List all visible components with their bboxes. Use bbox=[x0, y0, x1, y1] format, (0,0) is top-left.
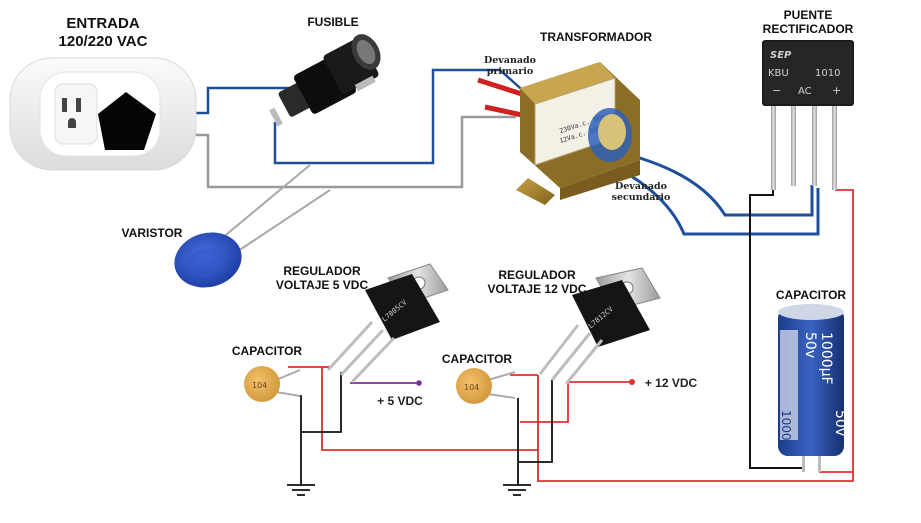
varistor-label: VARISTOR bbox=[121, 226, 183, 240]
ceramic-capacitor-middle: 104 bbox=[456, 368, 516, 404]
wire-primary-red-2 bbox=[484, 104, 523, 118]
wire-12v-out-drop bbox=[520, 382, 569, 423]
varistor bbox=[174, 232, 242, 288]
capacitor-middle-label: CAPACITOR bbox=[441, 352, 513, 366]
input-title: ENTRADA 120/220 VAC bbox=[28, 15, 178, 51]
regulator5-line2: VOLTAJE 5 VDC bbox=[275, 278, 369, 293]
secondary-line2: secundario bbox=[611, 192, 671, 204]
regulator-12v: L7812CV bbox=[538, 267, 661, 385]
bridge-line1: PUENTE bbox=[783, 8, 833, 22]
out5-terminal bbox=[416, 380, 422, 386]
bridge-code: 1010 bbox=[815, 68, 840, 79]
wire-fuse-primary bbox=[273, 68, 529, 165]
bridge-rectifier: SEP KBU 1010 − AC + bbox=[762, 40, 854, 190]
wire-ground-mid-reg bbox=[518, 380, 553, 463]
secondary-winding-label: Devanado secundario bbox=[602, 181, 680, 204]
bridge-label: PUENTE RECTIFICADOR bbox=[748, 8, 868, 37]
wire-bridge-positive bbox=[537, 189, 854, 482]
transformer: 230Va.c. 50Hz 12Va.c. 500mA bbox=[516, 62, 640, 205]
cap-mid-marking: 104 bbox=[464, 383, 479, 392]
fuse-holder bbox=[269, 34, 381, 127]
regulator-5v: L7805CV bbox=[326, 263, 449, 384]
cap-big-voltage-2: 50v bbox=[832, 410, 848, 436]
wall-outlet bbox=[9, 57, 197, 171]
bridge-model: KBU bbox=[768, 68, 789, 79]
output-5v-label: + 5 VDC bbox=[377, 394, 423, 408]
electrolytic-capacitor: 50v 1000µF 50v 1000 bbox=[778, 304, 848, 472]
varistor-lead-2 bbox=[231, 189, 331, 256]
varistor-lead-1 bbox=[214, 164, 311, 245]
primary-winding-label: Devanado primario bbox=[474, 55, 546, 78]
ground-symbol-middle bbox=[503, 484, 531, 496]
bridge-ac: AC bbox=[798, 86, 812, 97]
capacitor-right-label: CAPACITOR bbox=[775, 288, 847, 302]
bridge-plus: + bbox=[832, 84, 841, 97]
wire-primary-red-1 bbox=[477, 77, 526, 98]
wire-outlet-primary bbox=[160, 115, 516, 189]
input-title-line1: ENTRADA bbox=[66, 15, 140, 32]
primary-line1: Devanado bbox=[484, 55, 536, 66]
regulator-5v-label: REGULADOR VOLTAJE 5 VDC bbox=[270, 264, 374, 293]
wire-ground-left-reg bbox=[301, 372, 342, 433]
ceramic-capacitor-left: 104 bbox=[244, 366, 301, 402]
capacitor-left-label: CAPACITOR bbox=[231, 344, 303, 358]
regulator-12v-label: REGULADOR VOLTAJE 12 VDC bbox=[482, 268, 592, 297]
secondary-line1: Devanado bbox=[615, 181, 667, 192]
output-12v-label: + 12 VDC bbox=[644, 376, 698, 390]
cap-left-marking: 104 bbox=[252, 381, 267, 390]
cap-big-voltage: 50v bbox=[802, 332, 818, 358]
regulator5-line1: REGULADOR bbox=[283, 264, 361, 278]
transformer-label: TRANSFORMADOR bbox=[540, 30, 652, 44]
ground-symbol-left bbox=[287, 484, 315, 496]
plug-pentagon bbox=[98, 92, 156, 150]
primary-line2: primario bbox=[486, 66, 534, 78]
cap-big-value-2: 1000 bbox=[779, 410, 793, 441]
regulator12-line2: VOLTAJE 12 VDC bbox=[487, 282, 587, 297]
out12-terminal bbox=[629, 379, 635, 385]
input-title-line2: 120/220 VAC bbox=[58, 33, 148, 50]
cap-big-value: 1000µF bbox=[818, 332, 834, 385]
bridge-minus: − bbox=[772, 84, 781, 97]
wire-12v-to-5v-input bbox=[288, 366, 538, 451]
bridge-line2: RECTIFICADOR bbox=[762, 22, 854, 37]
bridge-brand: SEP bbox=[770, 50, 792, 61]
regulator12-line1: REGULADOR bbox=[498, 268, 576, 282]
fuse-label: FUSIBLE bbox=[307, 15, 359, 29]
